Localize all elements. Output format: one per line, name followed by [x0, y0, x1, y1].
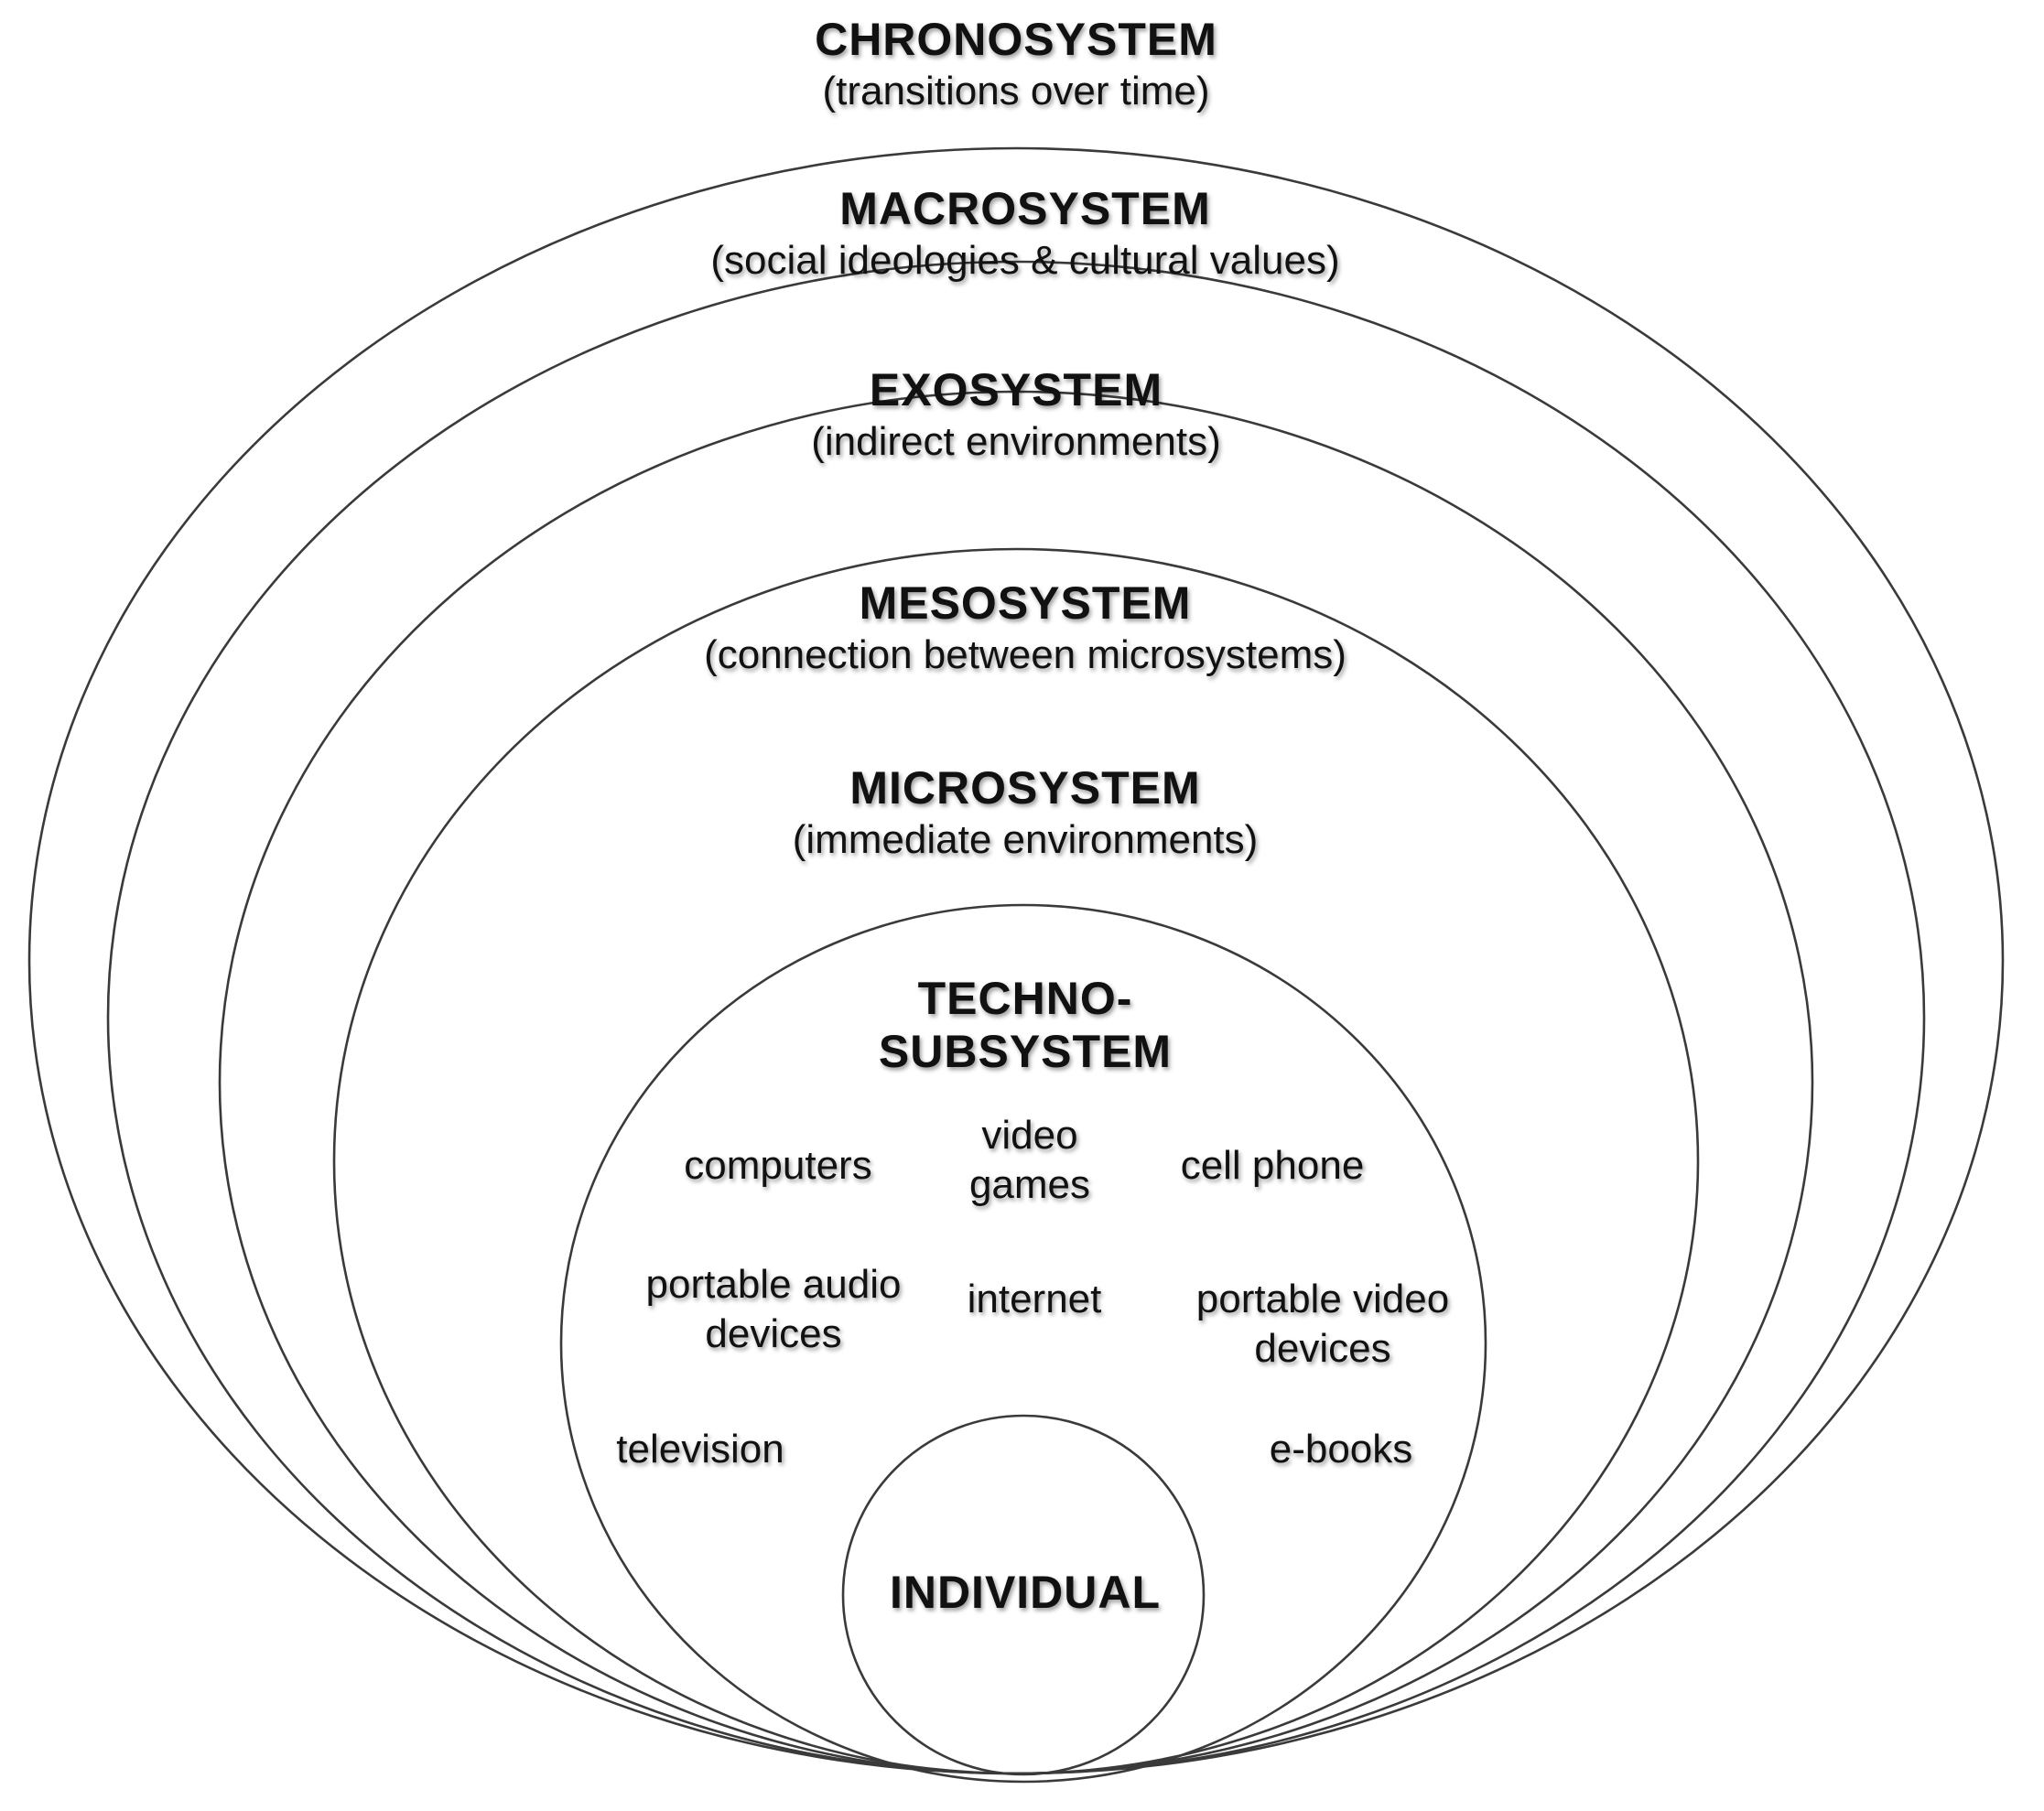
- exosystem-title: EXOSYSTEM: [869, 364, 1163, 415]
- techno-subsystem-label: TECHNO- SUBSYSTEM: [787, 972, 1263, 1078]
- techno-subsystem-title-line2: SUBSYSTEM: [878, 1026, 1173, 1077]
- chronosystem-label: CHRONOSYSTEM (transitions over time): [650, 13, 1382, 117]
- mesosystem-description: (connection between microsystems): [704, 632, 1346, 677]
- mesosystem-title: MESOSYSTEM: [859, 577, 1192, 629]
- item-portable-video-devices: portable video devices: [1195, 1277, 1450, 1371]
- techno-subsystem-ring: [559, 903, 1487, 1784]
- microsystem-title: MICROSYSTEM: [849, 762, 1201, 814]
- mesosystem-label: MESOSYSTEM (connection between microsyst…: [568, 577, 1483, 681]
- macrosystem-title: MACROSYSTEM: [839, 183, 1211, 234]
- item-video-games: video games: [968, 1113, 1091, 1207]
- individual-label: INDIVIDUAL: [889, 1567, 1162, 1618]
- microsystem-label: MICROSYSTEM (immediate environments): [659, 761, 1391, 866]
- macrosystem-label: MACROSYSTEM (social ideologies & cultura…: [568, 182, 1483, 286]
- item-television: television: [616, 1427, 784, 1471]
- item-cell-phone: cell phone: [1180, 1143, 1365, 1188]
- item-portable-audio-devices: portable audio devices: [645, 1262, 902, 1356]
- macrosystem-description: (social ideologies & cultural values): [710, 238, 1340, 283]
- item-e-books: e-books: [1269, 1427, 1413, 1471]
- item-internet: internet: [967, 1277, 1102, 1321]
- microsystem-description: (immediate environments): [792, 817, 1259, 862]
- techno-subsystem-title-line1: TECHNO-: [917, 973, 1133, 1024]
- chronosystem-title: CHRONOSYSTEM: [815, 14, 1217, 65]
- chronosystem-description: (transitions over time): [822, 69, 1210, 113]
- exosystem-label: EXOSYSTEM (indirect environments): [650, 363, 1382, 468]
- exosystem-description: (indirect environments): [811, 419, 1221, 464]
- item-computers: computers: [684, 1143, 872, 1188]
- individual-ring: [841, 1414, 1206, 1776]
